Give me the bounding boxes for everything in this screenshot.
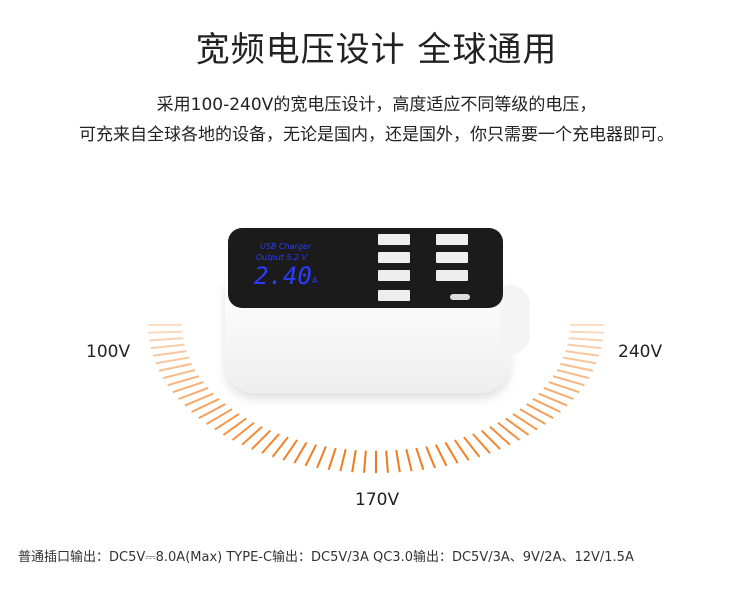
label-100v: 100V xyxy=(86,342,131,362)
description-line-1: 采用100-240V的宽电压设计，高度适应不同等级的电压， xyxy=(156,95,597,115)
usb-port xyxy=(436,234,468,245)
arc-tick xyxy=(172,381,204,394)
arc-tick xyxy=(167,375,200,387)
arc-tick xyxy=(351,449,357,473)
arc-tick xyxy=(567,343,602,350)
arc-tick xyxy=(519,408,546,425)
arc-tick xyxy=(497,421,521,441)
arc-tick xyxy=(293,441,308,464)
arc-tick xyxy=(444,441,459,464)
lcd-line-2: Output 5.2 V xyxy=(256,253,308,262)
arc-tick xyxy=(158,362,192,372)
arc-tick xyxy=(512,413,538,431)
arc-tick xyxy=(184,392,214,407)
usb-port xyxy=(378,290,410,301)
arc-tick xyxy=(385,450,389,473)
arc-tick xyxy=(395,449,401,473)
arc-tick xyxy=(241,426,263,446)
arc-tick xyxy=(538,392,568,407)
arc-tick xyxy=(472,433,491,454)
lcd-unit: A xyxy=(312,276,318,285)
lcd-reading: 2.40 xyxy=(254,262,312,290)
arc-tick xyxy=(222,417,247,436)
arc-tick xyxy=(363,450,367,473)
arc-tick xyxy=(191,398,220,413)
arc-tick xyxy=(532,398,561,413)
arc-tick xyxy=(568,337,603,342)
arc-tick xyxy=(560,362,594,372)
arc-tick xyxy=(282,439,298,461)
type-c-port xyxy=(450,294,470,300)
arc-tick xyxy=(150,343,185,350)
arc-tick xyxy=(155,356,189,365)
arc-tick xyxy=(231,421,255,441)
arc-tick xyxy=(304,444,318,467)
arc-tick xyxy=(454,439,470,461)
page-title: 宽频电压设计 全球通用 xyxy=(195,30,558,70)
arc-tick xyxy=(206,408,233,425)
arc-tick xyxy=(548,381,580,394)
arc-tick xyxy=(569,330,604,334)
arc-tick xyxy=(425,446,436,469)
usb-port xyxy=(378,252,410,263)
arc-tick xyxy=(405,449,413,472)
usb-port xyxy=(436,270,468,281)
arc-tick xyxy=(261,433,280,454)
arc-tick xyxy=(415,447,425,471)
charger-image: USB Charger Output 5.2 V 2.40 A xyxy=(225,225,530,395)
arc-tick xyxy=(327,447,337,471)
arc-tick xyxy=(339,449,347,472)
arc-tick xyxy=(552,375,585,387)
arc-tick xyxy=(463,436,481,458)
arc-tick xyxy=(214,413,240,431)
arc-tick xyxy=(149,337,184,342)
arc-tick xyxy=(251,429,272,450)
label-240v: 240V xyxy=(618,342,663,362)
arc-tick xyxy=(563,356,597,365)
usb-port xyxy=(378,234,410,245)
lcd-line-1: USB Charger xyxy=(260,242,312,251)
description-line-2: 可充来自全球各地的设备，无论是国内，还是国外，你只需要一个充电器即可。 xyxy=(79,125,674,145)
usb-port xyxy=(436,252,468,263)
arc-tick xyxy=(526,403,554,420)
arc-tick xyxy=(434,444,448,467)
arc-tick xyxy=(162,369,196,380)
arc-tick xyxy=(489,426,511,446)
arc-tick xyxy=(505,417,530,436)
arc-tick xyxy=(198,403,226,420)
arc-tick xyxy=(148,330,183,334)
arc-tick xyxy=(556,369,590,380)
arc-tick xyxy=(178,386,209,400)
arc-tick xyxy=(152,350,187,357)
output-specs: 普通插口输出：DC5V⎓8.0A(Max) TYPE-C输出：DC5V/3A Q… xyxy=(18,550,634,565)
arc-tick xyxy=(543,386,574,400)
arc-tick xyxy=(480,429,501,450)
arc-tick xyxy=(271,436,289,458)
lcd-panel: USB Charger Output 5.2 V 2.40 A xyxy=(228,228,503,308)
arc-tick xyxy=(565,350,600,357)
arc-tick xyxy=(316,446,327,469)
usb-port xyxy=(378,270,410,281)
label-170v: 170V xyxy=(355,490,400,510)
